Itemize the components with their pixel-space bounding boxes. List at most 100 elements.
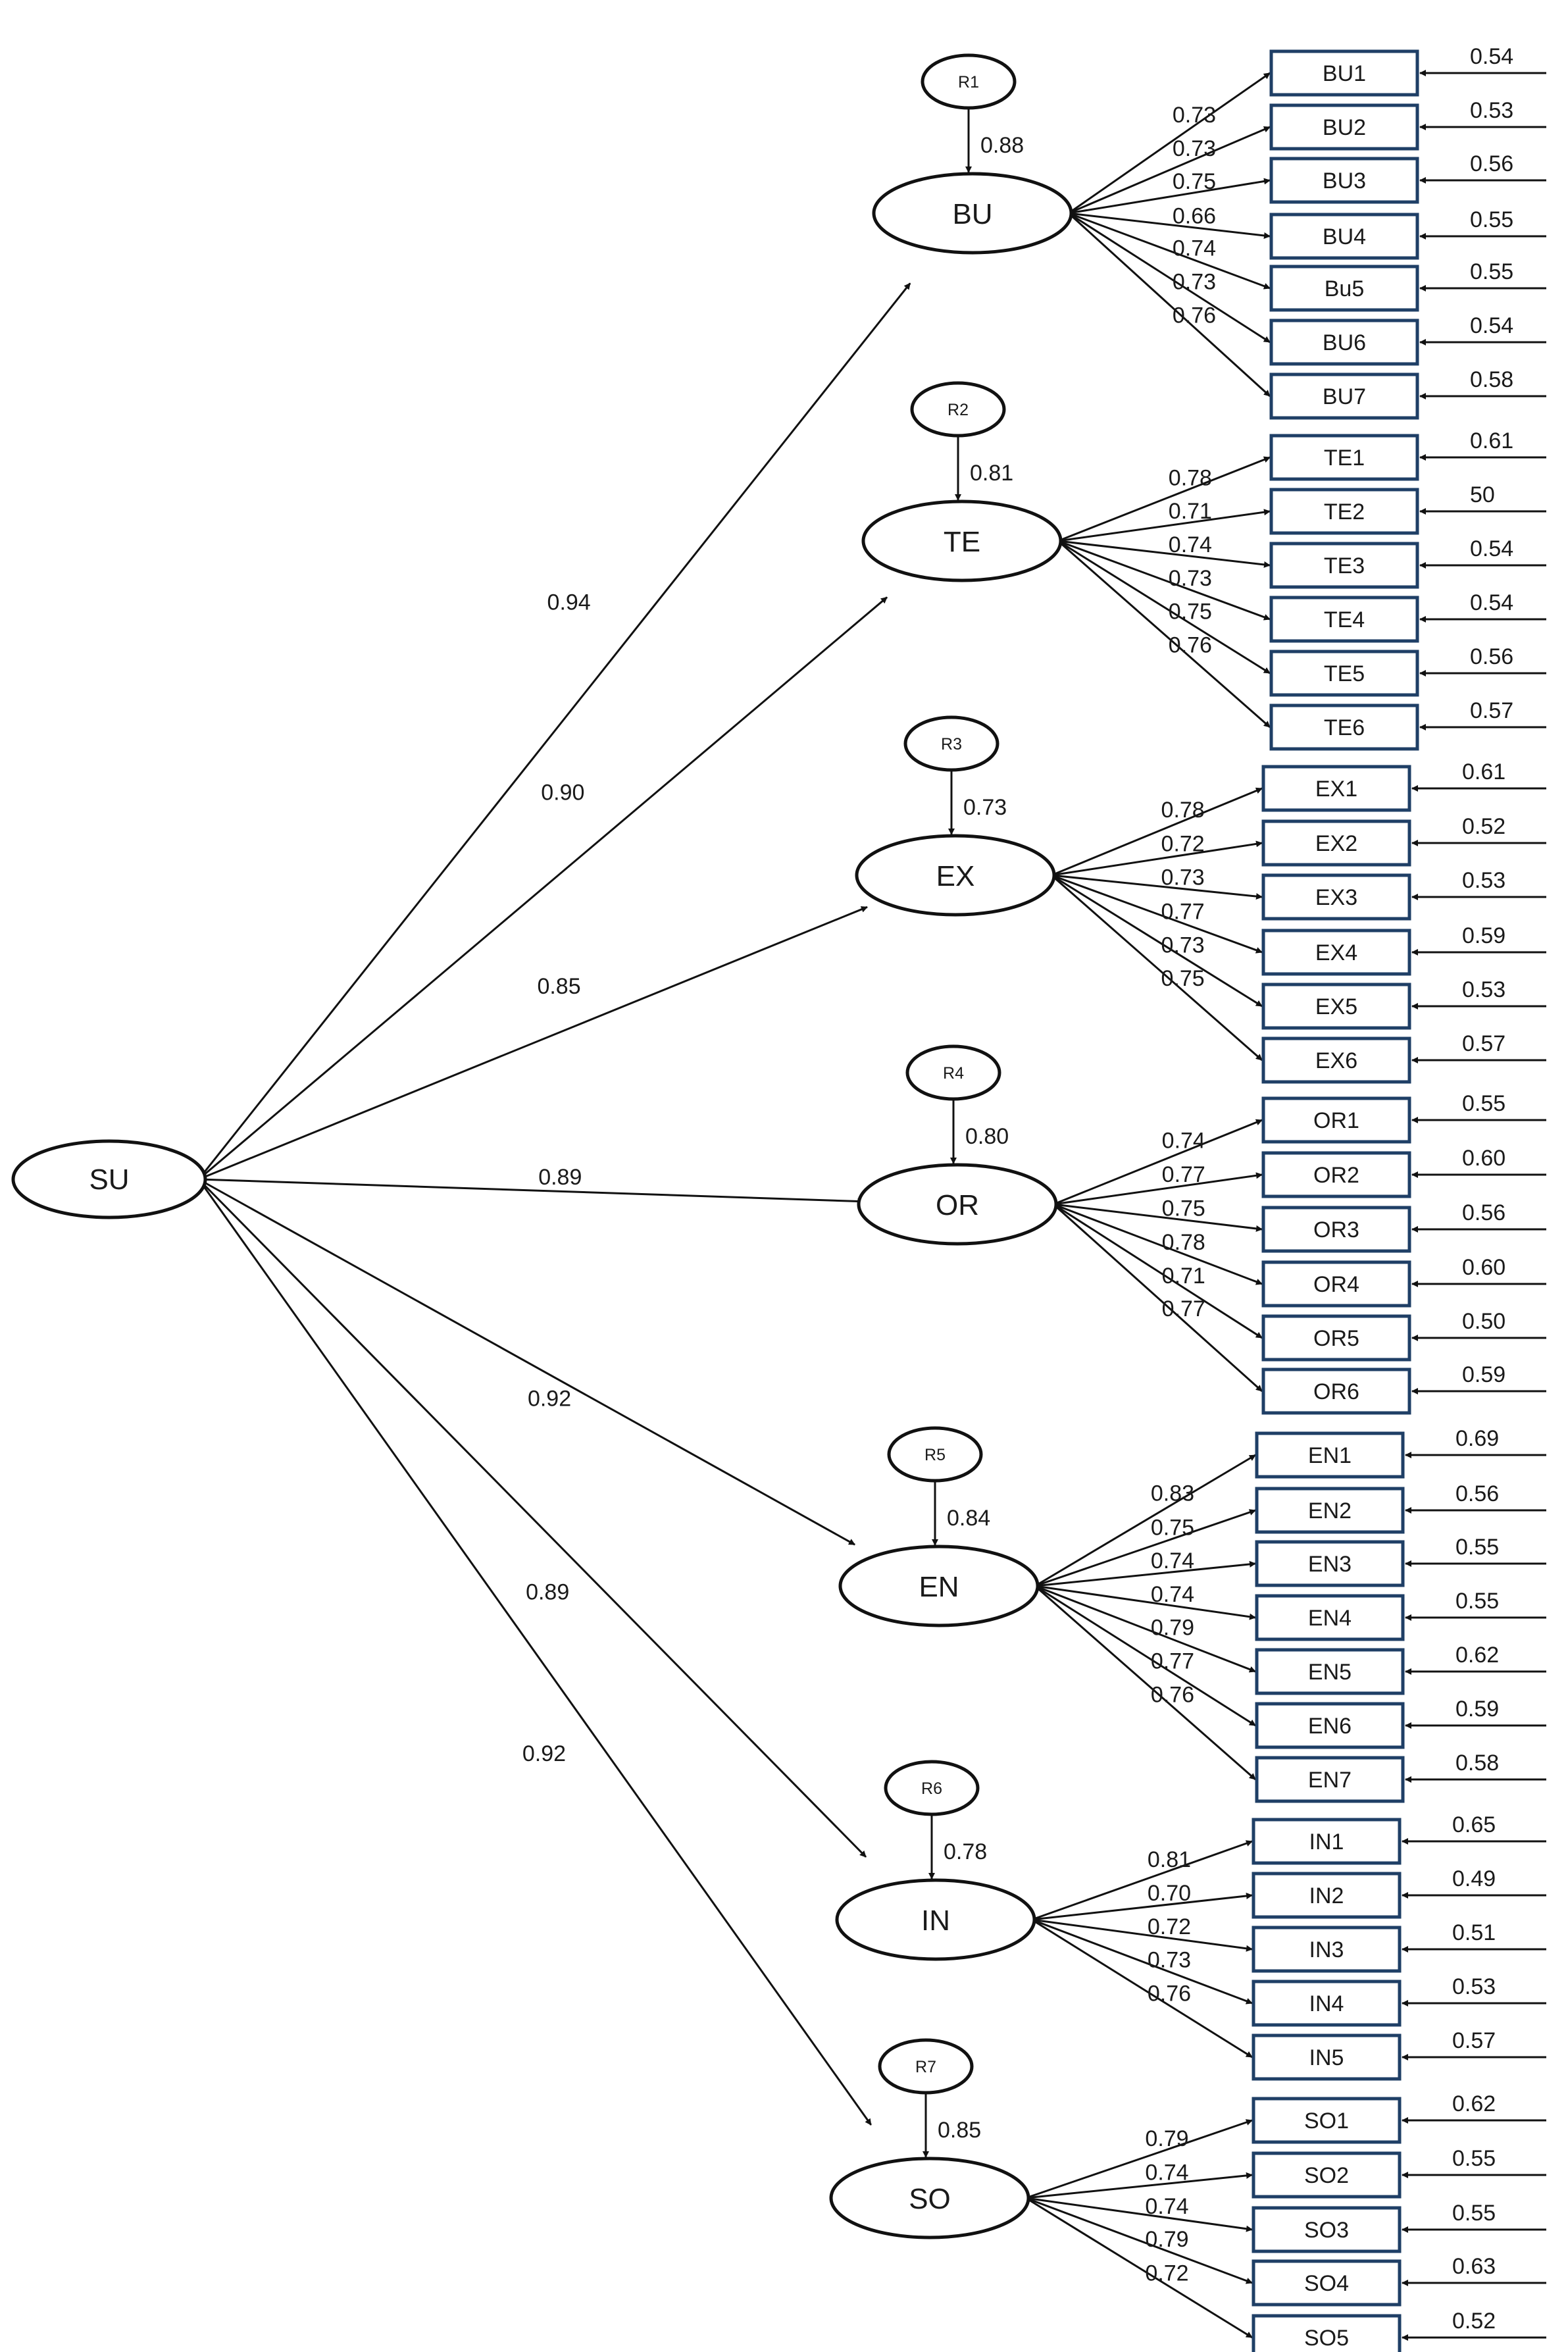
residual-label: R7 xyxy=(915,2058,936,2076)
indicator-box-en5 xyxy=(1255,1648,1405,1695)
path-edges xyxy=(197,70,1546,2341)
loading-value: 0.72 xyxy=(1148,1914,1191,1939)
loading-value: 0.66 xyxy=(1173,204,1216,229)
indicator-box-en7 xyxy=(1255,1756,1405,1803)
residual-node xyxy=(910,381,1006,438)
indicator-box-so1 xyxy=(1252,2097,1402,2144)
residual-label: R2 xyxy=(948,401,969,419)
loading-value: 0.74 xyxy=(1169,532,1212,557)
indicator-box-so4 xyxy=(1252,2259,1402,2307)
residual-label: R1 xyxy=(958,73,979,91)
factor-label: EX xyxy=(936,860,975,892)
loading-arrow xyxy=(1034,1585,1256,1781)
indicator-label: IN1 xyxy=(1309,1829,1344,1854)
error-value: 0.56 xyxy=(1455,1481,1499,1506)
error-value: 0.54 xyxy=(1470,313,1513,338)
structural-path-te xyxy=(198,596,888,1181)
structural-path-bu xyxy=(197,282,911,1180)
loading-value: 0.72 xyxy=(1161,832,1205,857)
error-value: 0.54 xyxy=(1470,536,1513,561)
error-value: 0.55 xyxy=(1452,2146,1496,2171)
indicator-label: SO1 xyxy=(1304,2109,1349,2134)
error-value: 0.56 xyxy=(1470,644,1513,669)
indicator-label: OR6 xyxy=(1313,1379,1359,1404)
error-value: 0.63 xyxy=(1452,2254,1496,2279)
error-value: 0.58 xyxy=(1455,1751,1499,1776)
indicator-label: EX3 xyxy=(1315,885,1357,910)
indicator-box-in2 xyxy=(1252,1872,1402,1919)
error-value: 0.59 xyxy=(1462,1362,1505,1387)
indicator-box-so5 xyxy=(1252,2314,1402,2352)
loading-arrow xyxy=(1053,1119,1263,1206)
residual-node xyxy=(905,1044,1001,1101)
indicator-label: EN7 xyxy=(1308,1768,1352,1793)
indicator-label: EN6 xyxy=(1308,1714,1352,1739)
loading-arrow xyxy=(1057,509,1271,542)
error-value: 0.57 xyxy=(1452,2028,1496,2053)
indicator-label: OR4 xyxy=(1313,1272,1359,1297)
residual-value: 0.88 xyxy=(980,133,1024,158)
indicator-box-in3 xyxy=(1252,1926,1402,1973)
loading-value: 0.72 xyxy=(1145,2261,1188,2286)
loading-arrow xyxy=(1025,2197,1253,2232)
loading-value: 0.71 xyxy=(1162,1264,1205,1289)
error-value: 0.53 xyxy=(1452,1974,1496,1999)
loading-value: 0.75 xyxy=(1162,1196,1205,1221)
factor-label: OR xyxy=(936,1189,979,1221)
error-value: 0.55 xyxy=(1452,2201,1496,2226)
loading-value: 0.75 xyxy=(1169,600,1212,625)
error-value: 0.53 xyxy=(1462,977,1505,1002)
indicator-label: EX6 xyxy=(1315,1048,1357,1073)
indicator-box-te4 xyxy=(1269,596,1419,643)
loading-value: 0.75 xyxy=(1173,169,1216,194)
error-value: 0.57 xyxy=(1470,698,1513,723)
indicator-box-or4 xyxy=(1261,1260,1411,1308)
factor-node-bu xyxy=(872,172,1073,255)
error-value: 0.61 xyxy=(1462,759,1505,784)
indicator-box-in5 xyxy=(1252,2033,1402,2081)
factor-label: IN xyxy=(921,1905,950,1937)
loading-value: 0.77 xyxy=(1161,900,1205,925)
loading-arrow xyxy=(1057,540,1271,621)
loading-value: 0.75 xyxy=(1151,1516,1194,1541)
loading-value: 0.74 xyxy=(1173,236,1216,261)
loading-value: 0.77 xyxy=(1162,1296,1205,1321)
indicator-label: TE6 xyxy=(1324,715,1365,740)
loading-arrow xyxy=(1057,456,1271,542)
loading-arrow xyxy=(1068,212,1271,239)
indicator-box-or2 xyxy=(1261,1151,1411,1198)
indicator-label: SO3 xyxy=(1304,2218,1349,2243)
indicator-box-bu5 xyxy=(1269,265,1419,312)
indicator-box-bu1 xyxy=(1269,49,1419,97)
loading-value: 0.83 xyxy=(1151,1481,1194,1506)
indicator-label: TE4 xyxy=(1324,607,1365,632)
error-value: 0.59 xyxy=(1462,923,1505,948)
factor-node-ex xyxy=(855,834,1056,917)
indicator-box-ex3 xyxy=(1261,873,1411,921)
indicator-box-bu6 xyxy=(1269,319,1419,366)
indicator-box-or3 xyxy=(1261,1206,1411,1253)
loading-arrow xyxy=(1025,2119,1253,2199)
loading-value: 0.73 xyxy=(1169,566,1212,591)
loading-value: 0.74 xyxy=(1151,1548,1194,1573)
indicator-box-ex1 xyxy=(1261,765,1411,812)
error-value: 0.60 xyxy=(1462,1146,1505,1171)
indicator-label: EX4 xyxy=(1315,940,1357,965)
indicator-label: EN1 xyxy=(1308,1443,1352,1468)
indicator-label: OR3 xyxy=(1313,1217,1359,1242)
indicator-label: BU6 xyxy=(1323,330,1366,355)
indicator-label: TE1 xyxy=(1324,446,1365,471)
error-value: 50 xyxy=(1470,482,1495,507)
loading-value: 0.71 xyxy=(1169,499,1212,524)
indicator-label: IN4 xyxy=(1309,1991,1344,2016)
residual-node xyxy=(884,1760,980,1816)
loading-arrow xyxy=(1025,2172,1253,2199)
error-value: 0.54 xyxy=(1470,590,1513,615)
loading-arrow xyxy=(1051,787,1263,877)
factor-label: TE xyxy=(944,526,980,558)
indicator-label: SO5 xyxy=(1304,2326,1349,2351)
loading-arrow xyxy=(1057,540,1271,675)
indicator-box-ex2 xyxy=(1261,819,1411,867)
loading-arrow xyxy=(1053,1203,1263,1232)
indicator-label: EN2 xyxy=(1308,1498,1352,1523)
